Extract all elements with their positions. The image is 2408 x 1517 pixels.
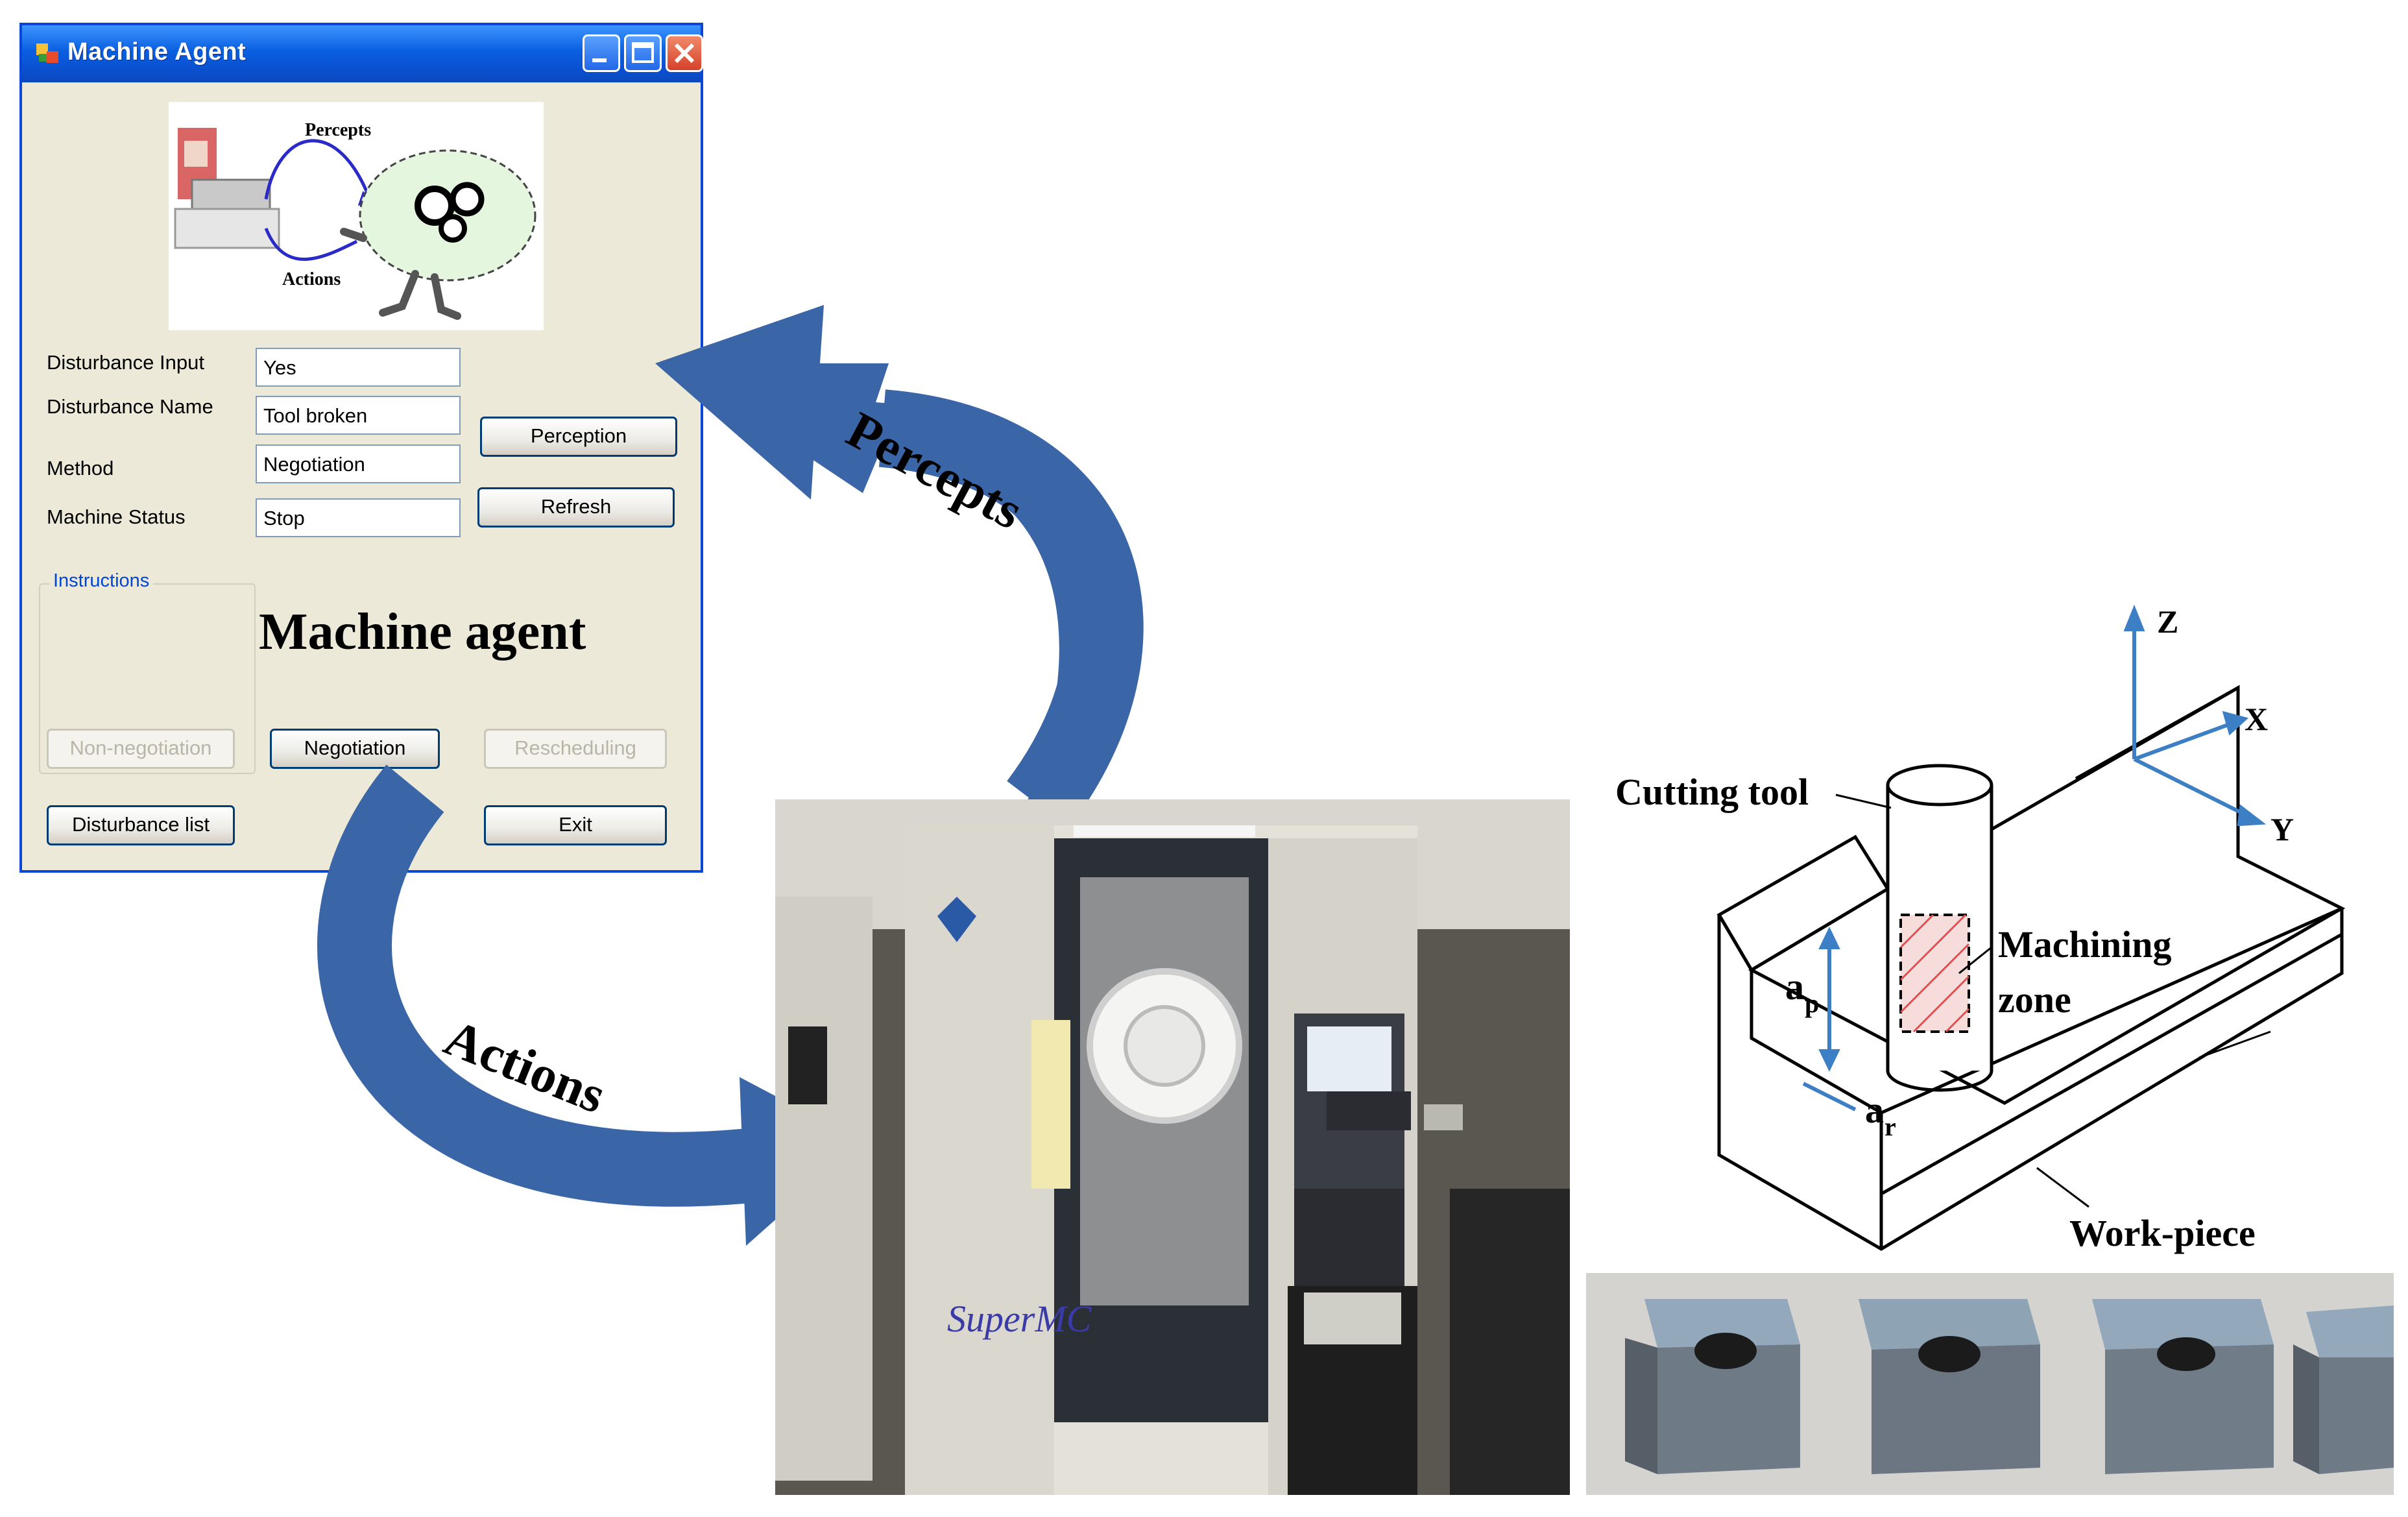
actions-label: Actions [282,269,341,289]
window-title: Machine Agent [67,38,247,66]
machine-agent-window: Machine Agent [19,23,703,873]
machine-status-field[interactable]: Stop [256,498,461,537]
machine-status-label: Machine Status [47,505,186,528]
disturbance-input-field[interactable]: Yes [256,348,461,387]
perception-button[interactable]: Perception [480,417,677,457]
machine-agent-caption: Machine agent [259,603,586,661]
non-negotiation-button[interactable]: Non-negotiation [47,729,235,769]
instructions-label: Instructions [49,570,154,592]
method-field[interactable]: Negotiation [256,444,461,483]
machining-label: Machining [1998,923,2172,965]
maximize-icon [632,42,654,63]
ap-label-sub: p [1805,989,1819,1018]
machine-brand: SuperMC [947,1298,1092,1340]
axis-z-label: Z [2157,603,2178,640]
axis-y-label: Y [2270,811,2294,847]
cutting-tool-label: Cutting tool [1615,771,1809,813]
rescheduling-button[interactable]: Rescheduling [484,729,667,769]
negotiation-button[interactable]: Negotiation [270,729,440,769]
axis-x-label: X [2245,701,2268,737]
machine-photo: SuperMC [775,799,1570,1495]
minimize-button[interactable] [583,34,620,72]
app-icon [36,43,58,63]
disturbance-list-button[interactable]: Disturbance list [47,805,235,845]
close-icon [674,43,695,64]
disturbance-input-label: Disturbance Input [47,351,204,374]
workpiece-label: Work-piece [2069,1212,2256,1254]
close-button[interactable] [666,34,703,72]
ap-label-main: a [1785,965,1804,1008]
zone-label: zone [1998,978,2071,1021]
title-bar[interactable]: Machine Agent [22,25,703,82]
disturbance-name-label: Disturbance Name [47,395,213,418]
percepts-label: Percepts [305,120,371,140]
exit-button[interactable]: Exit [484,805,667,845]
machining-diagram: Z X Y Cutting tool Machining zone a p a … [1615,603,2346,1254]
method-label: Method [47,457,114,479]
ar-label-sub: r [1884,1112,1896,1141]
disturbance-name-field[interactable]: Tool broken [256,396,461,435]
ar-label-main: a [1865,1089,1884,1131]
minimize-icon [592,58,607,62]
refresh-button[interactable]: Refresh [477,487,675,528]
agent-illustration: Percepts Actions [169,102,544,330]
workpieces-photo [1586,1273,2394,1495]
maximize-button[interactable] [624,34,662,72]
